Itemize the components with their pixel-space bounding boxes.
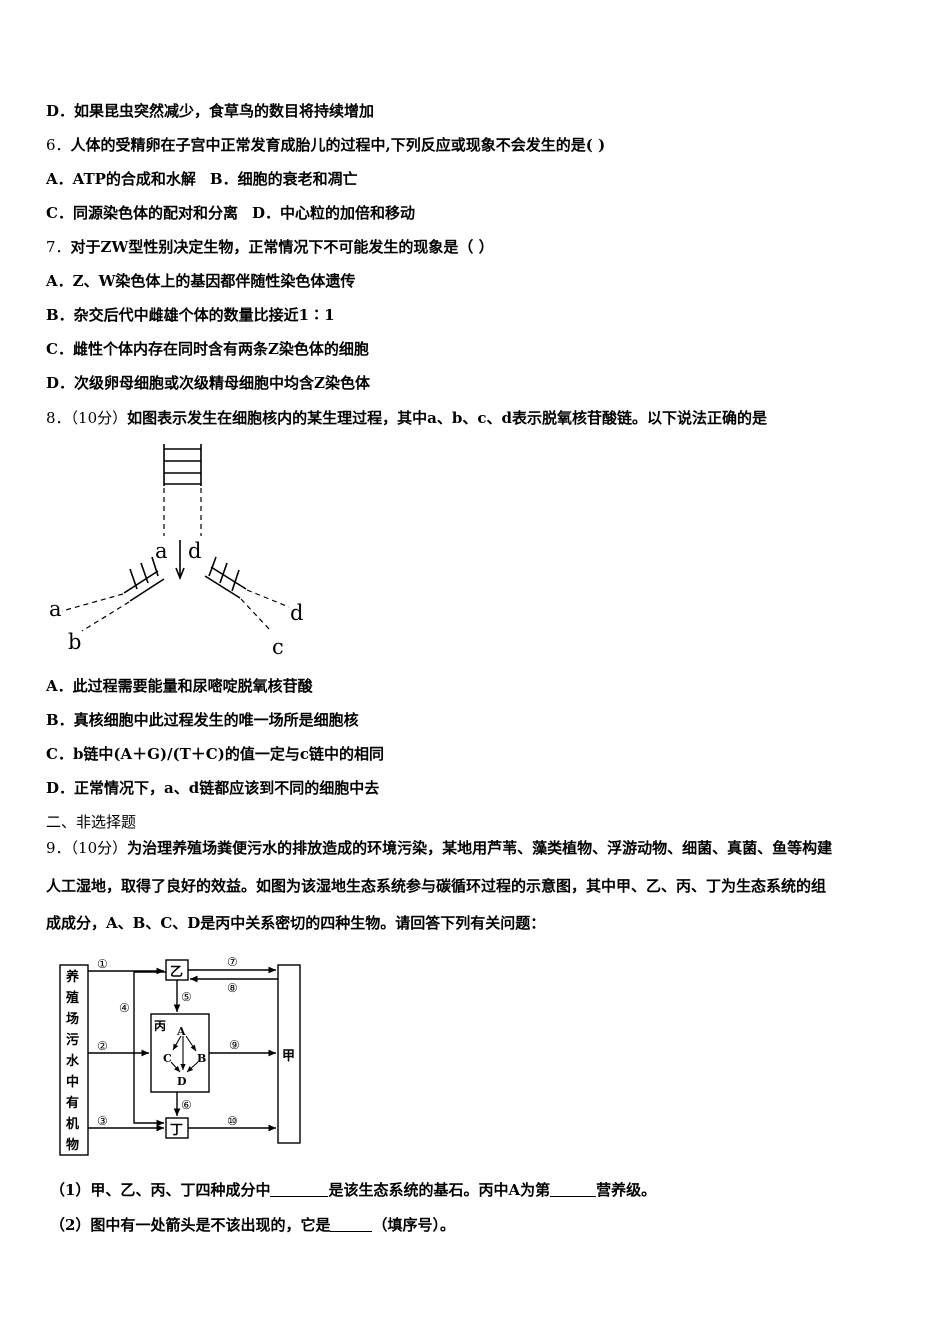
q7-stem: 对于ZW型性别决定生物，正常情况下不可能发生的现象是（ ） [70,238,494,256]
q7-option-b: B．杂交后代中雌雄个体的数量比接近1∶1 [46,306,335,324]
q6-option-c: C．同源染色体的配对和分离 [46,204,238,222]
carbon-cycle-figure: 养 殖 场 污 水 中 有 机 物 乙 丙 丁 甲 A C B D ① ② ③ … [59,955,301,1156]
label-a-top: a [155,539,168,563]
q7-option-a: A．Z、W染色体上的基因都伴随性染色体遗传 [46,272,356,290]
q9-sub1-part-c: 营养级。 [596,1181,657,1199]
org-b-label: B [197,1052,206,1065]
q9-sub1-part-a: （1）甲、乙、丙、丁四种成分中 [50,1181,271,1199]
arrow-10-label: ⑩ [227,1114,238,1128]
source-char-6: 中 [66,1074,79,1090]
box-bing-label: 丙 [154,1019,166,1033]
q9-sub1: （1）甲、乙、丙、丁四种成分中 是该生态系统的基石。丙中A为第 营养级。 [50,1180,656,1200]
q8-stem-line: 8．（10分）如图表示发生在细胞核内的某生理过程，其中a、b、c、d表示脱氧核苷… [46,408,767,428]
label-a-left: a [49,597,62,621]
q7-option-d: D．次级卵母细胞或次级精母细胞中均含Z染色体 [46,374,370,392]
q8-option-a: A．此过程需要能量和尿嘧啶脱氧核苷酸 [46,677,313,695]
q9-sub2-part-a: （2）图中有一处箭头是不该出现的，它是 [50,1216,331,1234]
q9-number: 9． [46,839,71,857]
q9-stem-line1: 9．（10分）为治理养殖场粪便污水的排放造成的环境污染，某地用芦苇、藻类植物、浮… [46,838,832,858]
q9-score: （10分） [70,839,128,857]
q6-option-d: D．中心粒的加倍和移动 [251,204,415,222]
org-c-label: C [163,1052,172,1065]
q6-option-b: B．细胞的衰老和凋亡 [209,170,358,188]
label-d-right: d [290,601,303,625]
q5-option-d: D．如果昆虫突然减少，食草鸟的数目将持续增加 [46,102,375,120]
source-char-7: 有 [66,1095,79,1111]
q6-options-cd: C．同源染色体的配对和分离 D．中心粒的加倍和移动 [46,203,415,223]
box-ding-label: 丁 [170,1123,183,1138]
q9-sub1-part-b: 是该生态系统的基石。丙中A为第 [328,1181,551,1199]
arrow-7-label: ⑦ [227,955,238,969]
q7-stem-line: 7．对于ZW型性别决定生物，正常情况下不可能发生的现象是（ ） [46,237,494,257]
label-d-top: d [188,539,201,563]
q6-options-ab: A．ATP的合成和水解 B．细胞的衰老和凋亡 [46,169,358,189]
q6-number: 6． [46,136,71,154]
arrow-9-label: ⑨ [229,1038,240,1052]
source-char-2: 殖 [65,990,79,1006]
q9-sub2-part-b: （填序号）。 [372,1216,455,1234]
q9-stem-1: 为治理养殖场粪便污水的排放造成的环境污染，某地用芦苇、藻类植物、浮游动物、细菌、… [127,839,833,857]
source-char-3: 场 [66,1012,79,1027]
q7-number: 7． [46,238,71,256]
q6-option-a: A．ATP的合成和水解 [46,170,196,188]
source-char-8: 机 [66,1116,79,1132]
box-yi-label: 乙 [170,965,183,980]
answer-blank-3[interactable] [330,1217,373,1232]
section-title: 二、非选择题 [46,813,137,831]
q9-stem-line3: 成成分，A、B、C、D是丙中关系密切的四种生物。请回答下列有关问题： [46,914,546,932]
label-c-right: c [272,635,284,659]
q8-score: （10分） [70,409,128,427]
q8-option-d: D．正常情况下，a、d链都应该到不同的细胞中去 [46,779,380,797]
arrow-8-label: ⑧ [227,981,238,995]
arrow-6-label: ⑥ [181,1098,192,1112]
org-d-label: D [177,1075,187,1088]
q9-stem-line2: 人工湿地，取得了良好的效益。如图为该湿地生态系统参与碳循环过程的示意图，其中甲、… [46,877,827,895]
answer-blank-2[interactable] [550,1182,597,1197]
q8-option-c: C．b链中(A＋G)/(T＋C)的值一定与c链中的相同 [46,745,384,763]
q8-stem: 如图表示发生在细胞核内的某生理过程，其中a、b、c、d表示脱氧核苷酸链。以下说法… [127,409,767,427]
source-char-5: 水 [66,1053,80,1069]
q7-option-c: C．雌性个体内存在同时含有两条Z染色体的细胞 [46,340,369,358]
org-a-label: A [176,1025,186,1038]
q6-stem: 人体的受精卵在子宫中正常发育成胎儿的过程中,下列反应或现象不会发生的是( ) [70,136,606,154]
source-char-1: 养 [65,969,80,985]
arrow-3-label: ③ [97,1114,108,1128]
arrow-1-label: ① [97,957,108,971]
q9-sub2: （2）图中有一处箭头是不该出现的，它是 （填序号）。 [50,1215,455,1235]
q8-option-b: B．真核细胞中此过程发生的唯一场所是细胞核 [46,711,359,729]
box-jia-label: 甲 [282,1049,295,1064]
dna-replication-figure: a d a b d c [49,444,303,659]
source-char-9: 物 [66,1137,79,1153]
source-char-4: 污 [66,1032,79,1048]
q8-number: 8． [46,409,71,427]
arrow-2-label: ② [97,1039,108,1053]
arrow-4-label: ④ [119,1001,130,1015]
q6-stem-line: 6．人体的受精卵在子宫中正常发育成胎儿的过程中,下列反应或现象不会发生的是( ) [46,135,605,155]
label-b-left: b [68,630,81,654]
answer-blank-1[interactable] [270,1182,329,1197]
arrow-5-label: ⑤ [181,990,192,1004]
